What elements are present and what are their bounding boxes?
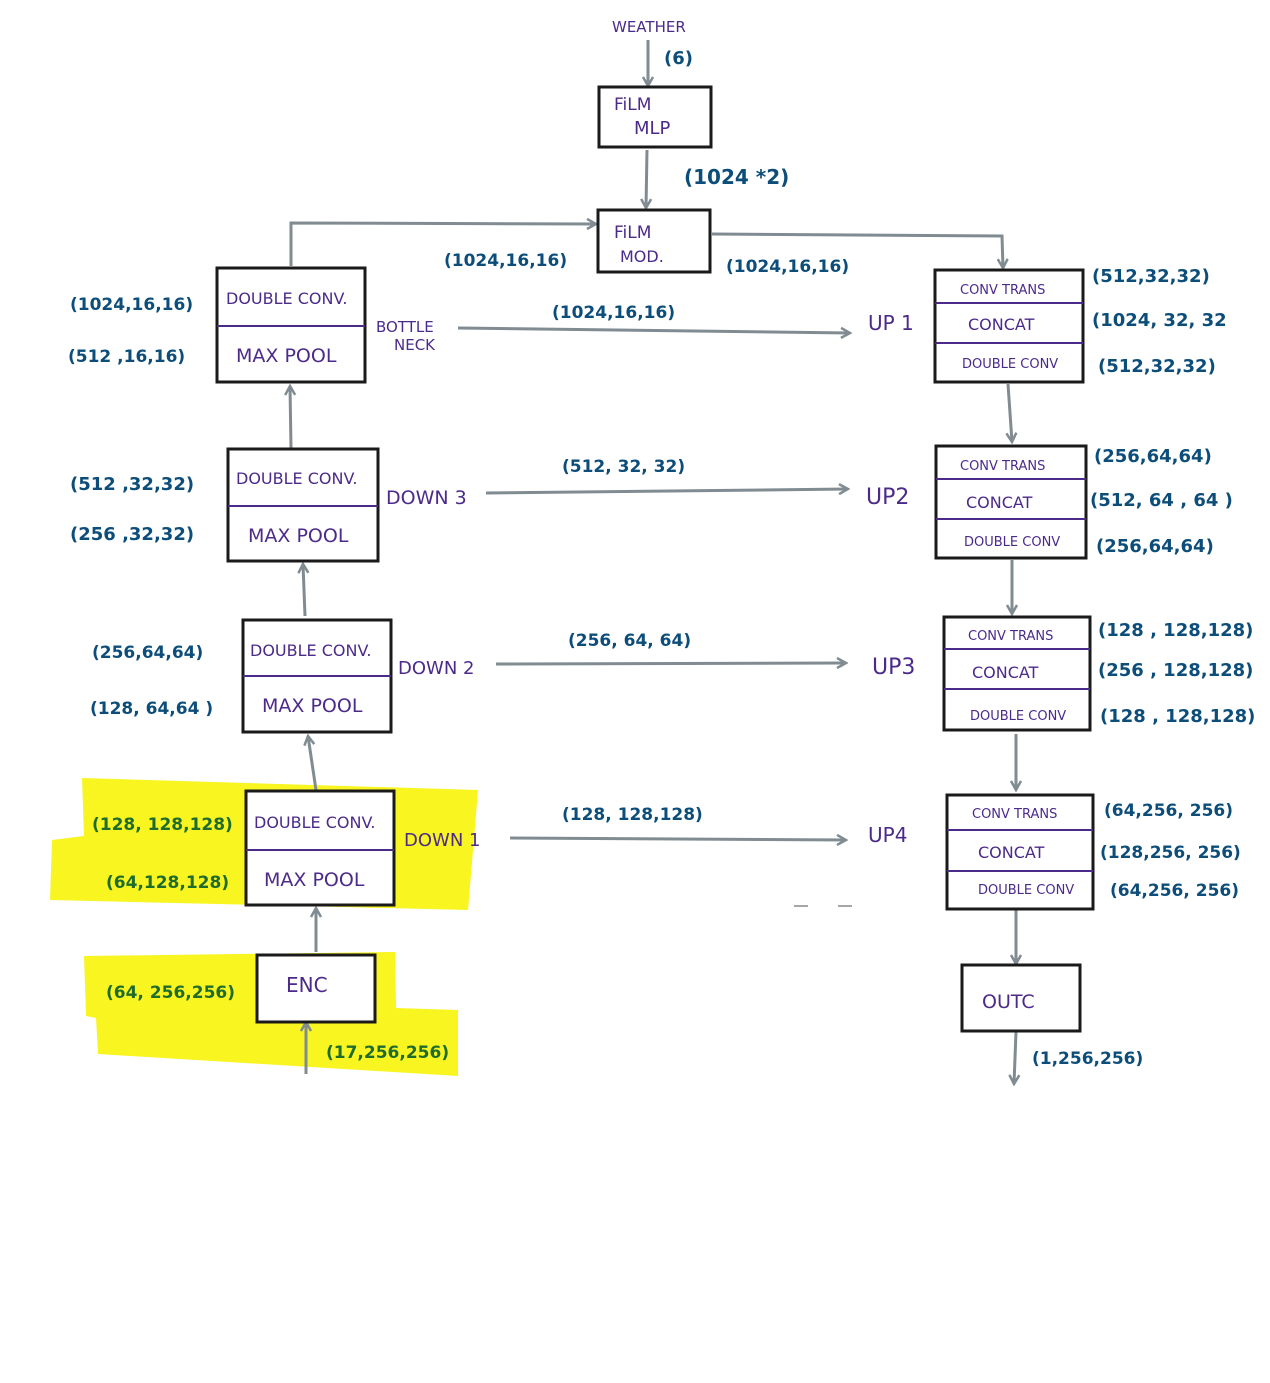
up1-dim1: (512,32,32) <box>1092 266 1210 287</box>
bottleneck-block: DOUBLE CONV. MAX POOL <box>215 266 367 384</box>
down2-bottom: MAX POOL <box>262 695 363 717</box>
enc-label: ENC <box>286 973 328 997</box>
bottleneck-dim-bottom: (512 ,16,16) <box>68 347 185 367</box>
film-mod-line2: MOD. <box>620 247 664 266</box>
down3-bottom: MAX POOL <box>248 525 349 547</box>
up4-row3: DOUBLE CONV <box>978 883 1074 898</box>
film-mlp-line1: FiLM <box>614 95 651 115</box>
down3-label: DOWN 3 <box>386 487 467 509</box>
down3-dim-top: (512 ,32,32) <box>70 474 194 495</box>
film-mod-line1: FiLM <box>614 223 651 243</box>
up2-dim1: (256,64,64) <box>1094 446 1212 467</box>
down1-label: DOWN 1 <box>404 830 480 851</box>
bottleneck-bottom: MAX POOL <box>236 345 337 367</box>
down2-block: DOUBLE CONV. MAX POOL <box>241 618 393 734</box>
up4-row2: CONCAT <box>978 843 1045 862</box>
film-mod-out-dim: (1024,16,16) <box>726 257 849 277</box>
up4-dim2: (128,256, 256) <box>1100 843 1241 863</box>
film-mlp-block: FiLM MLP <box>597 85 713 149</box>
up2-row1: CONV TRANS <box>960 459 1045 474</box>
enc-block: ENC <box>255 953 377 1024</box>
up2-dim2: (512, 64 , 64 ) <box>1090 490 1233 511</box>
up1-block: CONV TRANS CONCAT DOUBLE CONV <box>933 268 1085 384</box>
outc-output-arrow <box>1014 1031 1016 1084</box>
up3-row3: DOUBLE CONV <box>970 709 1066 724</box>
up1-to-up2-arrow <box>1008 383 1012 442</box>
bottleneck-to-film-mod-arrow <box>289 223 596 266</box>
up1-row1: CONV TRANS <box>960 283 1045 298</box>
bottleneck-skip-arrow <box>457 326 850 333</box>
film-mlp-to-film-mod-arrow <box>646 149 647 208</box>
down1-to-down2-arrow <box>308 736 318 791</box>
bottleneck-dim-top: (1024,16,16) <box>70 295 193 315</box>
up4-block: CONV TRANS CONCAT DOUBLE CONV <box>945 793 1095 911</box>
bottleneck-top: DOUBLE CONV. <box>226 289 347 308</box>
up4-label: UP4 <box>868 823 907 847</box>
film-mod-in-dim: (1024,16,16) <box>444 251 567 271</box>
down2-skip-arrow <box>495 663 846 664</box>
down1-block: DOUBLE CONV. MAX POOL <box>244 789 396 907</box>
outc-dim-out: (1,256,256) <box>1032 1049 1143 1069</box>
weather-dim: (6) <box>664 48 693 69</box>
up4-dim3: (64,256, 256) <box>1110 881 1239 901</box>
down3-dim-bottom: (256 ,32,32) <box>70 524 194 545</box>
up3-row1: CONV TRANS <box>968 629 1053 644</box>
down3-skip-arrow <box>485 489 848 493</box>
up2-block: CONV TRANS CONCAT DOUBLE CONV <box>934 444 1088 560</box>
down2-skip-dim: (256, 64, 64) <box>568 631 691 651</box>
down1-skip-dim: (128, 128,128) <box>562 805 703 825</box>
up3-dim1: (128 , 128,128) <box>1098 620 1253 641</box>
film-mod-block: FiLM MOD. <box>596 208 712 274</box>
weather-label: WEATHER <box>612 18 686 36</box>
down3-top: DOUBLE CONV. <box>236 469 357 488</box>
down1-dim-top: (128, 128,128) <box>92 815 233 835</box>
film-mod-to-up1-arrow <box>711 232 1003 268</box>
down2-dim-top: (256,64,64) <box>92 643 203 663</box>
up2-row3: DOUBLE CONV <box>964 535 1060 550</box>
outc-label: OUTC <box>982 991 1035 1013</box>
down3-block: DOUBLE CONV. MAX POOL <box>226 447 380 563</box>
outc-block: OUTC <box>960 963 1082 1033</box>
up3-dim2: (256 , 128,128) <box>1098 660 1253 681</box>
up3-label: UP3 <box>872 655 915 680</box>
up4-row1: CONV TRANS <box>972 807 1057 822</box>
up1-dim2: (1024, 32, 32 <box>1092 310 1227 331</box>
down1-skip-arrow <box>509 838 846 840</box>
enc-dim-out: (64, 256,256) <box>106 983 235 1003</box>
bottleneck-label-line1: BOTTLE <box>376 318 434 336</box>
up2-label: UP2 <box>866 485 909 510</box>
connector-arrows <box>290 40 1016 1084</box>
up3-block: CONV TRANS CONCAT DOUBLE CONV <box>942 615 1092 732</box>
film-mlp-line2: MLP <box>634 118 671 139</box>
up4-dim1: (64,256, 256) <box>1104 801 1233 821</box>
down3-to-bottleneck-arrow <box>290 386 291 449</box>
down1-dim-bottom: (64,128,128) <box>106 873 229 893</box>
up1-row2: CONCAT <box>968 315 1035 334</box>
down3-skip-dim: (512, 32, 32) <box>562 457 685 477</box>
up1-dim3: (512,32,32) <box>1098 356 1216 377</box>
enc-dim-in: (17,256,256) <box>326 1043 449 1063</box>
up2-dim3: (256,64,64) <box>1096 536 1214 557</box>
down1-top: DOUBLE CONV. <box>254 813 375 832</box>
bottleneck-skip-dim: (1024,16,16) <box>552 303 675 323</box>
film-mlp-out-dim: (1024 *2) <box>684 165 789 189</box>
down2-top: DOUBLE CONV. <box>250 641 371 660</box>
up1-row3: DOUBLE CONV <box>962 357 1058 372</box>
up1-label: UP 1 <box>868 311 914 335</box>
up2-row2: CONCAT <box>966 493 1033 512</box>
up3-row2: CONCAT <box>972 663 1039 682</box>
down2-dim-bottom: (128, 64,64 ) <box>90 699 213 719</box>
bottleneck-label-line2: NECK <box>394 336 436 354</box>
up3-dim3: (128 , 128,128) <box>1100 706 1255 727</box>
down2-to-down3-arrow <box>303 564 305 617</box>
down2-label: DOWN 2 <box>398 658 474 679</box>
down1-bottom: MAX POOL <box>264 869 365 891</box>
